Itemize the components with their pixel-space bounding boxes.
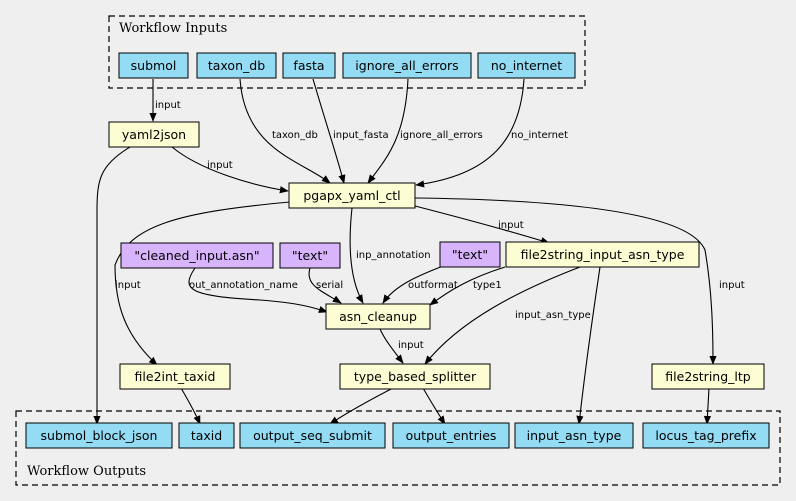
edge-pgapx-f2int: input bbox=[114, 201, 291, 366]
node-label: submol bbox=[131, 58, 177, 73]
edge-yaml2json-submolout bbox=[93, 146, 131, 425]
node-label: fasta bbox=[293, 58, 324, 73]
node-label: output_seq_submit bbox=[253, 428, 372, 443]
edge-pgapx-asncleanup: inp_annotation bbox=[349, 207, 431, 304]
output-node-output_entries[interactable]: output_entries bbox=[392, 422, 510, 449]
nodes: submol taxon_db fasta ignore_all_errors … bbox=[25, 52, 770, 449]
node-label: type_based_splitter bbox=[354, 369, 477, 384]
node-label: submol_block_json bbox=[41, 428, 158, 443]
edge-submol-yaml2json: input bbox=[149, 79, 181, 122]
workflow-outputs-cluster: Workflow Outputs bbox=[15, 410, 781, 486]
edge-f2sasn-outasn bbox=[576, 266, 601, 425]
edge-label: input bbox=[155, 100, 181, 111]
edge-f2sltp-ltp bbox=[703, 387, 712, 425]
edge-label: input_asn_type bbox=[515, 310, 591, 321]
node-label: input_asn_type bbox=[527, 428, 622, 443]
edge-label: out_annotation_name bbox=[189, 280, 298, 291]
node-label: output_entries bbox=[406, 428, 497, 443]
edge-label: taxon_db bbox=[272, 130, 318, 141]
node-label: asn_cleanup bbox=[339, 309, 417, 324]
workflow-inputs-title: Workflow Inputs bbox=[119, 21, 227, 36]
edge-cleaned-asncleanup: out_annotation_name bbox=[188, 267, 328, 313]
input-node-submol[interactable]: submol bbox=[118, 52, 189, 79]
edge-fasta-pgapx: input_fasta bbox=[312, 78, 389, 184]
node-label: yaml2json bbox=[122, 127, 186, 142]
edge-splitter-entries bbox=[422, 387, 446, 425]
edge-pgapx-f2sltp: input bbox=[414, 197, 745, 365]
input-node-fasta[interactable]: fasta bbox=[282, 52, 336, 79]
edges: input taxon_db input_fasta ignore_all_er… bbox=[93, 78, 745, 425]
edge-text2-asncleanup: outformat bbox=[382, 265, 458, 304]
edge-nointernet-pgapx: no_internet bbox=[415, 78, 568, 188]
edge-label: input bbox=[719, 280, 745, 291]
node-label: taxon_db bbox=[208, 58, 265, 73]
output-node-output_seq_submit[interactable]: output_seq_submit bbox=[239, 422, 386, 449]
edge-label: no_internet bbox=[511, 130, 568, 141]
node-label: "text" bbox=[452, 247, 488, 262]
literal-node-cleaned_input_asn[interactable]: "cleaned_input.asn" bbox=[120, 242, 274, 269]
node-label: file2int_taxid bbox=[135, 369, 216, 384]
edge-f2sasn-splitter: input_asn_type bbox=[424, 266, 591, 365]
output-node-submol_block_json[interactable]: submol_block_json bbox=[25, 422, 173, 449]
step-node-asn_cleanup[interactable]: asn_cleanup bbox=[325, 303, 431, 330]
edge-label: inp_annotation bbox=[356, 250, 431, 261]
step-node-file2string_ltp[interactable]: file2string_ltp bbox=[651, 363, 765, 390]
workflow-inputs-cluster: Workflow Inputs bbox=[108, 15, 586, 89]
node-label: taxid bbox=[191, 428, 222, 443]
edge-label: serial bbox=[316, 280, 343, 291]
edge-ignore-pgapx: ignore_all_errors bbox=[367, 78, 483, 184]
step-node-file2int_taxid[interactable]: file2int_taxid bbox=[119, 363, 231, 390]
edge-taxon_db-pgapx: taxon_db bbox=[239, 78, 331, 184]
edge-label: input bbox=[207, 160, 233, 171]
edge-label: outformat bbox=[408, 280, 458, 291]
node-label: ignore_all_errors bbox=[355, 58, 458, 73]
input-node-taxon_db[interactable]: taxon_db bbox=[196, 52, 277, 79]
edge-label: input_fasta bbox=[333, 130, 389, 141]
edge-pgapx-f2sasn: input bbox=[414, 205, 550, 245]
literal-node-text-serial[interactable]: "text" bbox=[279, 242, 341, 269]
edge-asncleanup-splitter: input bbox=[379, 328, 424, 364]
edge-splitter-seqsubmit bbox=[329, 387, 394, 425]
step-node-yaml2json[interactable]: yaml2json bbox=[108, 121, 200, 148]
node-label: file2string_input_asn_type bbox=[521, 247, 685, 262]
workflow-outputs-title: Workflow Outputs bbox=[27, 464, 146, 479]
edge-label: ignore_all_errors bbox=[400, 130, 483, 141]
edge-label: input bbox=[398, 340, 424, 351]
edge-f2sasn-asncleanup: type1 bbox=[429, 266, 506, 306]
edge-label: input bbox=[115, 280, 141, 291]
edge-yaml2json-pgapx: input bbox=[171, 146, 289, 194]
edge-f2int-taxid bbox=[180, 387, 201, 425]
step-node-pgapx_yaml_ctl[interactable]: pgapx_yaml_ctl bbox=[288, 182, 416, 209]
node-label: pgapx_yaml_ctl bbox=[303, 188, 400, 203]
node-label: file2string_ltp bbox=[665, 369, 750, 384]
step-node-type_based_splitter[interactable]: type_based_splitter bbox=[339, 363, 491, 390]
output-node-taxid[interactable]: taxid bbox=[178, 422, 235, 449]
node-label: no_internet bbox=[491, 58, 562, 73]
output-node-locus_tag_prefix[interactable]: locus_tag_prefix bbox=[642, 422, 770, 449]
edge-label: type1 bbox=[473, 280, 502, 291]
literal-node-text-outformat[interactable]: "text" bbox=[439, 241, 501, 268]
node-label: locus_tag_prefix bbox=[655, 428, 756, 443]
edge-label: input bbox=[498, 220, 524, 231]
step-node-file2string_input_asn_type[interactable]: file2string_input_asn_type bbox=[505, 241, 700, 268]
input-node-ignore_all_errors[interactable]: ignore_all_errors bbox=[342, 52, 472, 79]
edge-text1-asncleanup: serial bbox=[308, 267, 343, 304]
input-node-no_internet[interactable]: no_internet bbox=[477, 52, 576, 79]
node-label: "cleaned_input.asn" bbox=[134, 248, 259, 263]
output-node-input_asn_type[interactable]: input_asn_type bbox=[514, 422, 634, 449]
node-label: "text" bbox=[292, 248, 328, 263]
